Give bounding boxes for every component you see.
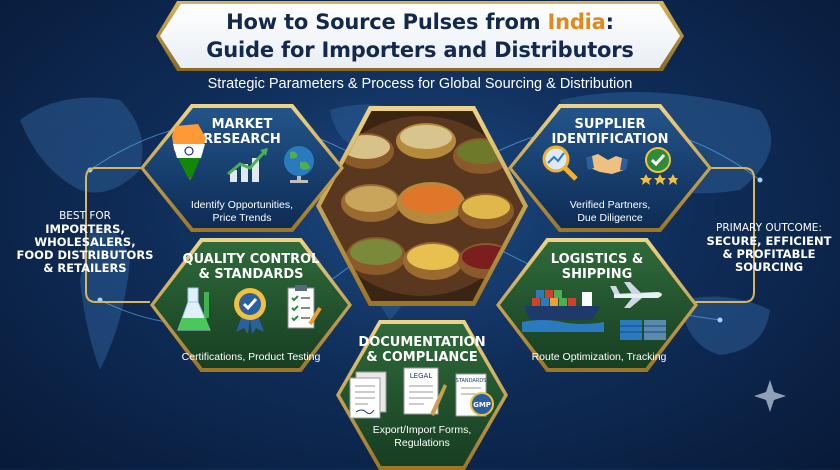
legal-doc-icon: LEGAL <box>403 367 447 416</box>
documentation-title: DOCUMENTATION& COMPLIANCE <box>358 335 486 365</box>
quality-seal-icon <box>234 288 266 334</box>
quality-control-description: Certifications, Product Testing <box>181 351 321 363</box>
best-for-label: BEST FOR IMPORTERS, WHOLESALERS, FOOD DI… <box>16 210 154 275</box>
logistics-description: Route Optimization, Tracking <box>531 351 667 363</box>
handshake-icon <box>586 154 628 174</box>
documentation-description: Export/Import Forms,Regulations <box>372 424 472 449</box>
documents-icon <box>349 371 387 419</box>
lab-flask-icon <box>177 287 211 331</box>
legal-doc-label: LEGAL <box>410 372 433 380</box>
primary-outcome-label: PRIMARY OUTCOME: SECURE, EFFICIENT & PRO… <box>706 222 832 274</box>
sparkle-icon <box>754 380 786 412</box>
globe-icon <box>284 146 314 183</box>
quality-control-title: QUALITY CONTROL& STANDARDS <box>182 252 320 282</box>
title-panel <box>160 4 680 68</box>
growth-chart-icon <box>227 148 268 182</box>
airplane-icon <box>610 282 662 308</box>
checklist-icon <box>287 285 322 329</box>
magnifier-chart-icon <box>542 145 578 181</box>
market-research-description: Identify Opportunities,Price Trends <box>190 199 294 224</box>
subtitle: Strategic Parameters & Process for Globa… <box>207 76 633 92</box>
containers-icon <box>620 320 666 340</box>
page-title-line-2: Guide for Importers and Distributors <box>206 38 634 62</box>
title-highlight: India <box>547 10 606 34</box>
gmp-certificate-icon: STANDARDS GMP <box>455 373 494 417</box>
gmp-label: GMP <box>473 401 491 409</box>
logistics-title: LOGISTICS &SHIPPING <box>550 252 644 282</box>
verified-badge-icon <box>640 147 678 185</box>
india-map-flag-icon <box>172 124 206 180</box>
page-title-line-1: How to Source Pulses from India: <box>226 10 614 34</box>
cargo-ship-icon <box>522 290 604 332</box>
standards-doc-label: STANDARDS <box>456 378 487 384</box>
supplier-identification-description: Verified Partners,Due Diligence <box>569 199 651 224</box>
